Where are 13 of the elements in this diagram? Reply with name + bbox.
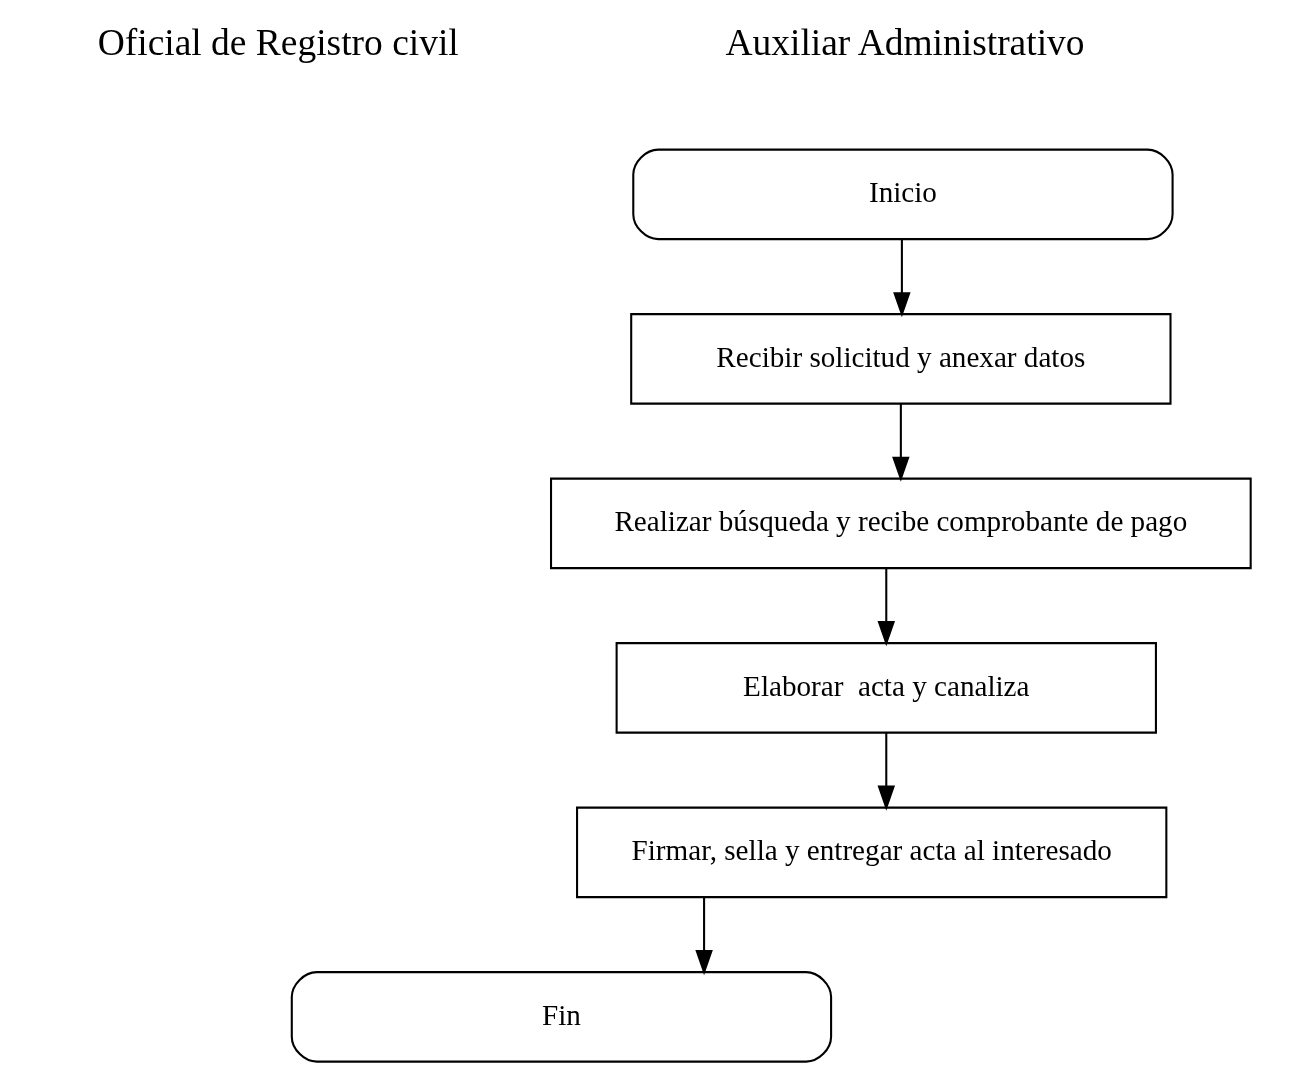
arrow <box>877 732 895 811</box>
arrow <box>877 568 895 647</box>
label: Oficial de Registro civil <box>97 21 459 63</box>
node-box: Realizar búsqueda y recibe comprobante de pago <box>549 477 1252 570</box>
arrow <box>892 239 911 318</box>
arrow <box>694 897 713 976</box>
node-box: Firmar, sella y entregar acta al interesado <box>575 806 1167 899</box>
node-box: Elaborar acta y canaliza <box>615 642 1157 734</box>
label: Auxiliar Administrativo <box>724 21 1085 63</box>
node-box: Fin <box>290 971 832 1063</box>
node-box: Inicio <box>631 148 1174 241</box>
arrow <box>891 403 910 482</box>
node-box: Recibir solicitud y anexar datos <box>629 313 1172 405</box>
